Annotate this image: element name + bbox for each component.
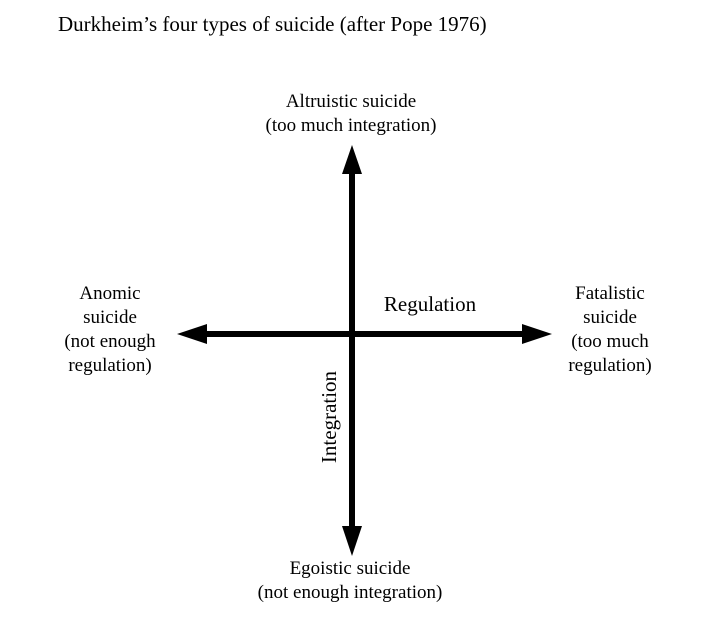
down-arrowhead-icon [342,526,362,556]
horizontal-axis-label: Regulation [383,292,477,316]
quadrant-label-top: Altruistic suicide (too much integration… [201,90,501,138]
right-label-name: Fatalistic suicide [575,283,645,328]
up-arrowhead-icon [342,145,362,174]
quadrant-label-bottom: Egoistic suicide (not enough integration… [200,557,500,605]
quadrant-label-right: Fatalistic suicide (too much regulation) [560,282,660,378]
left-arrowhead-icon [177,324,207,344]
bottom-label-desc: (not enough integration) [257,582,443,603]
right-label-desc: (too much regulation) [568,331,652,376]
right-arrowhead-icon [522,324,552,344]
top-label-desc: (too much integration) [265,115,437,136]
top-label-name: Altruistic suicide [285,91,417,112]
diagram-title: Durkheim’s four types of suicide (after … [58,12,487,36]
left-label-desc: (not enough regulation) [64,331,156,376]
bottom-label-name: Egoistic suicide [289,558,411,579]
vertical-axis-label: Integration [317,370,341,464]
quadrant-label-left: Anomic suicide (not enough regulation) [60,282,160,378]
left-label-name: Anomic suicide [79,283,141,328]
